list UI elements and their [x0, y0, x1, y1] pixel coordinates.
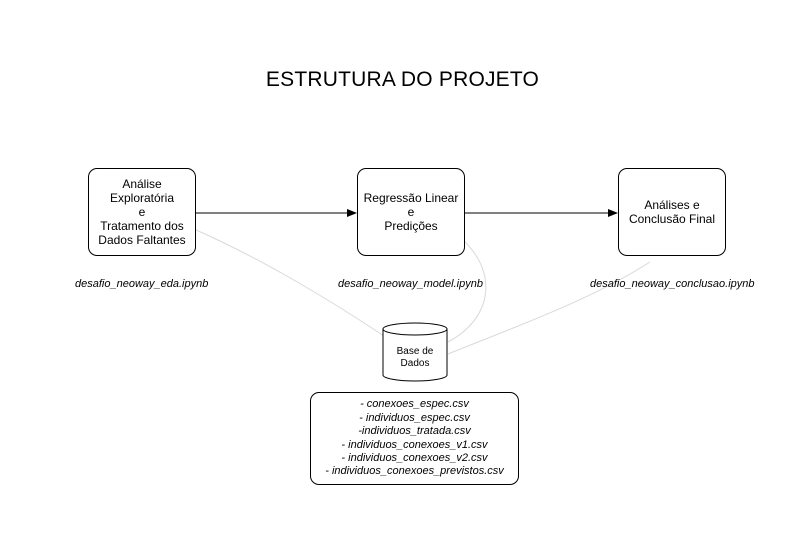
box-line: Dados Faltantes — [98, 233, 186, 247]
file-label-conclusion: desafio_neoway_conclusao.ipynb — [590, 278, 755, 290]
file-label-model: desafio_neoway_model.ipynb — [338, 278, 483, 290]
process-box-model: Regressão Linear e Predições — [357, 168, 465, 256]
database-label-line: Dados — [400, 358, 430, 369]
box-line: Predições — [384, 219, 438, 233]
process-box-conclusion: Análises e Conclusão Final — [618, 168, 726, 256]
box-line: e — [138, 205, 146, 219]
process-box-eda: Análise Exploratória e Tratamento dos Da… — [88, 168, 196, 256]
box-line: Análises e — [644, 198, 700, 212]
box-line: Regressão Linear — [363, 191, 459, 205]
data-file-item: -individuos_tratada.csv — [358, 425, 471, 438]
data-file-item: - conexoes_espec.csv — [360, 398, 469, 411]
data-file-item: - individuos_espec.csv — [359, 411, 470, 424]
data-files-box: - conexoes_espec.csv - individuos_espec.… — [310, 392, 519, 485]
connector-model-to-database — [447, 239, 487, 343]
database-label: Base de Dados — [383, 346, 447, 370]
box-line: e — [407, 205, 415, 219]
data-file-item: - individuos_conexoes_v1.csv — [341, 438, 488, 451]
database-label-line: Base de — [396, 346, 434, 357]
file-label-eda: desafio_neoway_eda.ipynb — [75, 278, 209, 290]
page-title: ESTRUTURA DO PROJETO — [265, 68, 540, 91]
box-line: Tratamento dos — [100, 219, 184, 233]
data-file-item: - individuos_conexoes_v2.csv — [341, 451, 488, 464]
box-line: Conclusão Final — [628, 212, 716, 226]
connector-conclusion-to-database — [447, 261, 651, 355]
box-line: Análise — [122, 177, 162, 191]
data-file-item: - individuos_conexoes_previstos.csv — [325, 465, 504, 478]
connector-eda-to-database — [195, 229, 385, 337]
database-cylinder-icon — [382, 322, 448, 382]
box-line: Exploratória — [109, 191, 175, 205]
